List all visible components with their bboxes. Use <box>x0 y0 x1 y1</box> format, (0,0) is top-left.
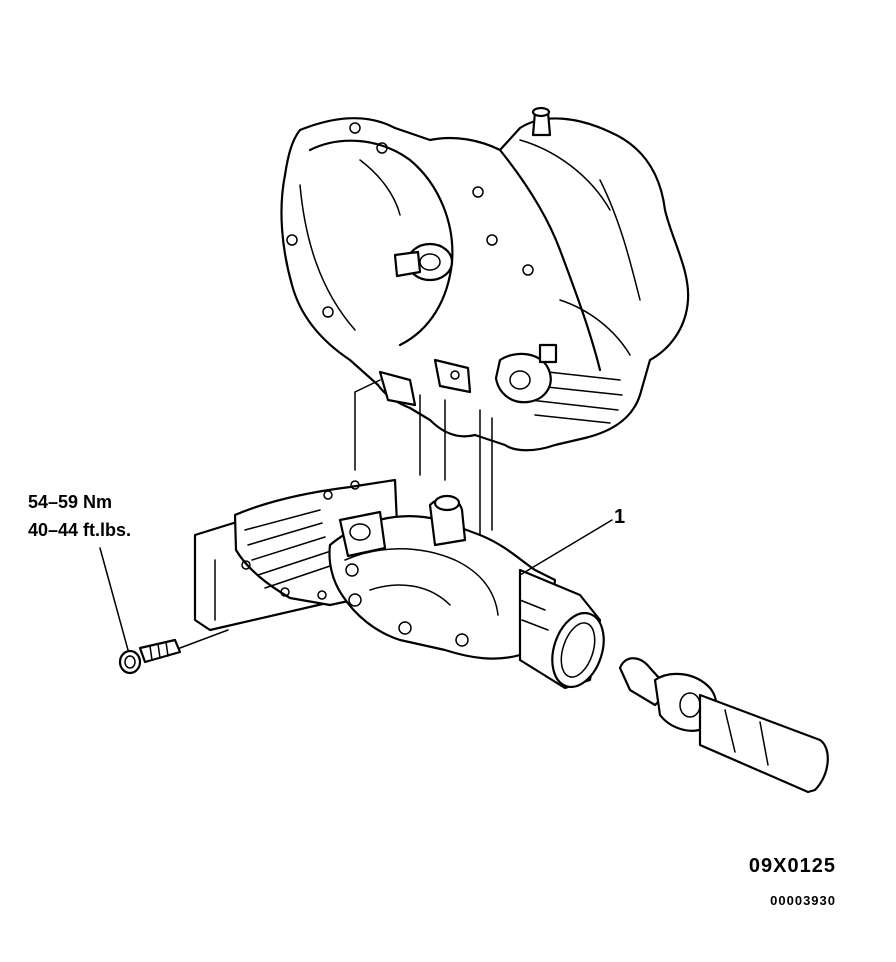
torque-ftlbs-label: 40–44 ft.lbs. <box>28 520 132 540</box>
alignment-guide-lines <box>354 379 493 541</box>
transfer-case-illustration <box>193 478 605 690</box>
torque-nm-label: 54–59 Nm <box>28 492 113 512</box>
drive-shaft-illustration <box>618 657 829 794</box>
transaxle-illustration <box>280 106 690 452</box>
leader-lines <box>99 519 613 651</box>
bolt-illustration <box>118 629 229 675</box>
callout-number: 1 <box>614 506 626 528</box>
document-number: 00003930 <box>770 893 836 908</box>
figure-id: 09X0125 <box>748 855 836 877</box>
